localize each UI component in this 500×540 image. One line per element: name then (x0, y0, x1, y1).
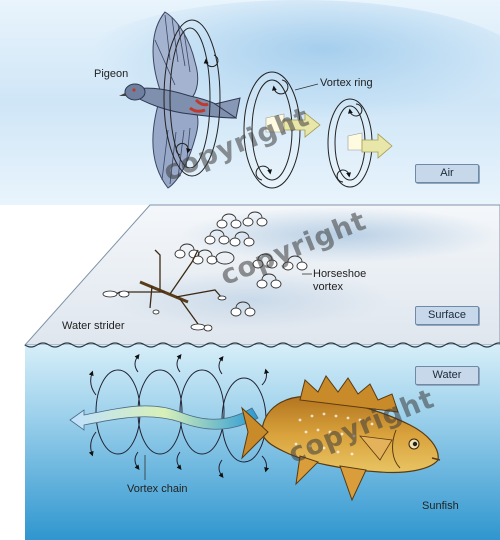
horseshoe-vortex-label-line2: vortex (313, 281, 343, 293)
vortex-ring-leader (294, 83, 319, 91)
sunfish-label: Sunfish (422, 500, 459, 512)
water-surface-line (24, 342, 500, 348)
thrust-arrow-2 (361, 133, 393, 159)
horseshoe-vortex-label-line1: Horseshoe (313, 268, 367, 280)
horseshoe-vortices (174, 211, 308, 317)
air-panel (0, 0, 500, 205)
thrust-arrow-1 (283, 112, 321, 138)
vortex-ring-3 (327, 98, 373, 188)
water-tag: Water (415, 366, 479, 385)
surface-panel (23, 204, 500, 346)
strider-dimples (102, 290, 227, 332)
sunfish-illustration (241, 375, 441, 502)
water-strider-label: Water strider (62, 320, 125, 332)
pigeon-label: Pigeon (94, 68, 129, 80)
vortex-ring-2 (243, 71, 301, 189)
vortex-ring-pigeon (163, 19, 221, 177)
air-tag: Air (415, 164, 479, 183)
vortex-chain-label: Vortex chain (127, 483, 188, 495)
jet-flow-arrow (69, 405, 259, 431)
vortex-ring-label: Vortex ring (320, 77, 373, 89)
surface-tag: Surface (415, 306, 479, 325)
